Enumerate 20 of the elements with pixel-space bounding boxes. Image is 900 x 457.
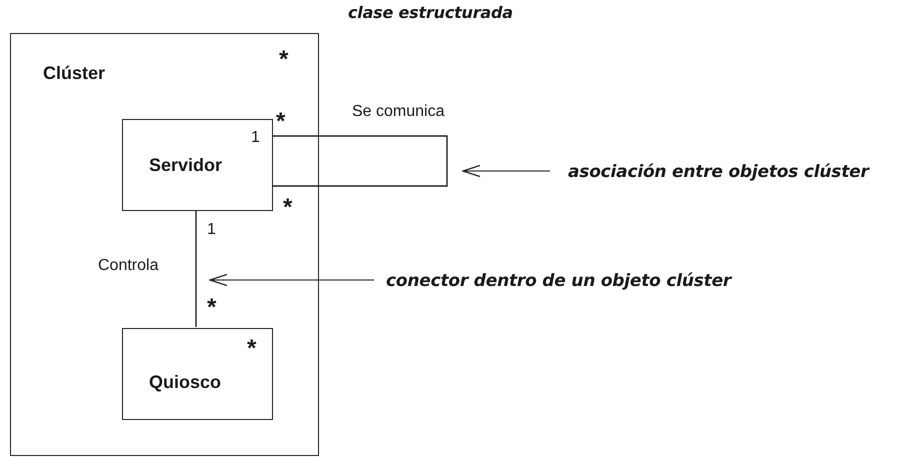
class-box <box>122 328 273 420</box>
multiplicity: * <box>276 110 286 134</box>
multiplicity: 1 <box>251 130 260 146</box>
multiplicity: 1 <box>207 222 216 238</box>
annotation-text: asociación entre objetos clúster <box>568 160 898 184</box>
multiplicity: * <box>207 296 216 320</box>
class-name: Clúster <box>43 64 106 82</box>
stereotype-label: clase estructurada <box>348 5 513 21</box>
class-box <box>10 33 319 456</box>
leader-arrow <box>462 164 550 178</box>
leader-arrow <box>209 274 374 286</box>
class-name: Servidor <box>149 156 222 174</box>
association-line <box>272 135 448 187</box>
association-line <box>195 210 197 327</box>
class-box <box>122 119 273 211</box>
multiplicity: * <box>283 196 292 220</box>
annotation-text: conector dentro de un objeto clúster <box>386 269 776 293</box>
multiplicity: * <box>247 337 256 361</box>
class-name: Quiosco <box>149 373 222 391</box>
multiplicity: * <box>279 48 288 72</box>
